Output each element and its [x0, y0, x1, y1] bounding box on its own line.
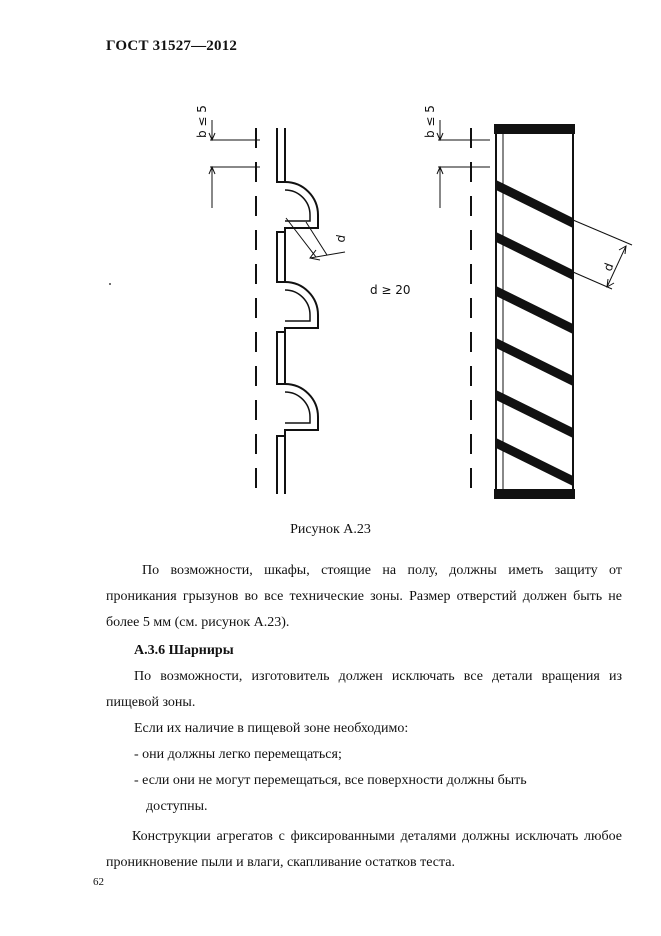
list-item: - они должны легко перемещаться; [134, 747, 342, 762]
paragraph-fixed-parts: Конструкции агрегатов с фиксированными д… [106, 829, 622, 870]
right-d-label: d [601, 261, 617, 273]
left-d-label: d [333, 234, 348, 244]
page-number: 62 [93, 876, 104, 888]
left-drawing [208, 120, 346, 495]
figure-caption: Рисунок А.23 [290, 522, 371, 537]
list-item: - если они не могут перемещаться, все по… [134, 773, 527, 788]
paragraph-rodent-protection: По возможности, шкафы, стоящие на полу, … [106, 563, 622, 630]
document-header: ГОСТ 31527—2012 [106, 38, 238, 54]
left-b-label: b ≤ 5 [195, 105, 209, 138]
right-d-dimension [572, 219, 633, 290]
figure-a23: b ≤ 5 d d ≥ 20 b ≤ 5 d [195, 105, 633, 499]
list-item-continuation: доступны. [146, 799, 208, 814]
stray-mark [109, 283, 111, 285]
right-drawing-bars [494, 124, 575, 499]
right-drawing [436, 120, 574, 496]
list-intro: Если их наличие в пищевой зоне необходим… [134, 721, 409, 736]
paragraph-rotating-parts: По возможности, изготовитель должен искл… [106, 669, 622, 710]
middle-d-label: d ≥ 20 [370, 283, 411, 297]
right-b-label: b ≤ 5 [423, 105, 437, 138]
section-heading: А.3.6 Шарниры [134, 643, 234, 658]
